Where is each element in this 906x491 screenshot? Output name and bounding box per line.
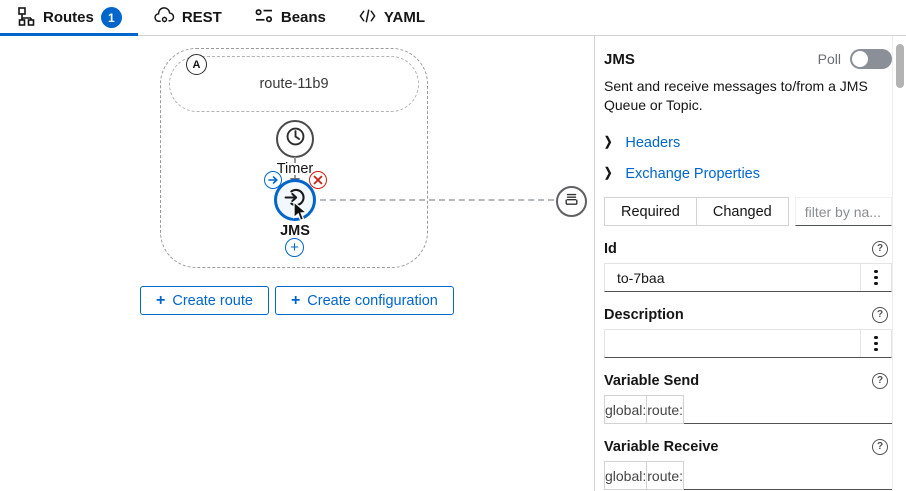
id-kebab-menu[interactable] bbox=[860, 264, 891, 291]
route-name: route-11b9 bbox=[259, 76, 329, 92]
jms-queue-endpoint[interactable] bbox=[556, 186, 587, 217]
tab-yaml[interactable]: YAML bbox=[342, 0, 441, 35]
add-step-chip[interactable]: + bbox=[285, 238, 304, 257]
help-icon[interactable]: ? bbox=[872, 306, 888, 323]
queue-icon bbox=[563, 191, 580, 213]
filter-required-button[interactable]: Required bbox=[604, 197, 697, 226]
help-icon[interactable]: ? bbox=[872, 240, 888, 257]
tab-beans[interactable]: Beans bbox=[238, 0, 342, 35]
tab-label: Beans bbox=[280, 9, 326, 26]
route-container: route-11b9 A bbox=[160, 48, 428, 268]
id-input[interactable] bbox=[605, 264, 860, 291]
chevron-right-icon: ❯ bbox=[604, 166, 613, 181]
rest-cloud-icon bbox=[154, 6, 175, 29]
variable-receive-input[interactable] bbox=[684, 461, 882, 489]
poll-label: Poll bbox=[817, 51, 841, 67]
panel-title: JMS bbox=[604, 50, 635, 68]
property-filter-row: Required Changed bbox=[604, 197, 892, 226]
id-field-label: Id bbox=[604, 240, 617, 257]
route-autostart-badge[interactable]: A bbox=[186, 54, 207, 75]
panel-scrollbar-thumb[interactable] bbox=[895, 44, 904, 88]
panel-scrollbar bbox=[892, 36, 906, 491]
description-input[interactable] bbox=[605, 330, 860, 357]
exchange-properties-link: Exchange Properties bbox=[625, 165, 760, 182]
plus-icon: + bbox=[156, 291, 166, 309]
exchange-properties-expander[interactable]: ❯ Exchange Properties bbox=[604, 158, 892, 189]
variable-send-field-label: Variable Send bbox=[604, 372, 700, 389]
edge-timer-jms bbox=[294, 157, 296, 163]
tab-label: YAML bbox=[383, 9, 426, 26]
toggle-knob bbox=[852, 51, 868, 67]
headers-link: Headers bbox=[625, 134, 681, 151]
routes-count-badge: 1 bbox=[100, 7, 122, 28]
yaml-code-icon bbox=[358, 8, 377, 28]
create-configuration-button[interactable]: + Create configuration bbox=[274, 286, 454, 315]
variable-receive-field-label: Variable Receive bbox=[604, 438, 719, 455]
create-route-button[interactable]: + Create route bbox=[140, 286, 269, 315]
variable-receive-kebab-menu[interactable] bbox=[881, 461, 892, 489]
canvas-button-row: + Create route + Create configuration bbox=[140, 286, 454, 315]
properties-panel: JMS Poll Sent and receive messages to/fr… bbox=[594, 36, 906, 491]
filter-by-name-input[interactable] bbox=[794, 197, 892, 226]
route-canvas: route-11b9 A Timer JMS + bbox=[0, 36, 594, 491]
mouse-cursor bbox=[293, 200, 309, 228]
description-field-label: Description bbox=[604, 306, 684, 323]
tab-label: Routes bbox=[43, 9, 94, 26]
create-route-label: Create route bbox=[172, 292, 253, 309]
variable-receive-row: global: route: bbox=[604, 461, 892, 490]
chevron-right-icon: ❯ bbox=[604, 135, 613, 150]
variable-receive-route-button[interactable]: route: bbox=[646, 461, 685, 490]
route-from-chip[interactable] bbox=[264, 171, 282, 189]
plus-icon: + bbox=[290, 239, 299, 256]
routes-icon bbox=[16, 6, 36, 30]
timer-node-label: Timer bbox=[276, 161, 314, 177]
edge-timer-jms bbox=[294, 175, 296, 179]
description-field-row bbox=[604, 329, 892, 358]
tab-bar: Routes 1 REST Beans YAML bbox=[0, 0, 906, 36]
headers-expander[interactable]: ❯ Headers bbox=[604, 127, 892, 158]
poll-toggle[interactable] bbox=[850, 49, 892, 69]
id-field-row bbox=[604, 263, 892, 292]
tab-routes[interactable]: Routes 1 bbox=[0, 0, 138, 36]
component-description: Sent and receive messages to/from a JMS … bbox=[604, 78, 868, 113]
close-icon bbox=[313, 175, 323, 185]
variable-send-kebab-menu[interactable] bbox=[881, 395, 892, 423]
jms-endpoint-connector bbox=[320, 199, 554, 201]
timer-node[interactable] bbox=[276, 120, 314, 158]
route-header[interactable]: route-11b9 bbox=[169, 56, 419, 112]
tab-label: REST bbox=[181, 9, 222, 26]
help-icon[interactable]: ? bbox=[872, 438, 888, 455]
beans-sliders-icon bbox=[254, 6, 274, 30]
filter-changed-button[interactable]: Changed bbox=[695, 197, 789, 226]
create-configuration-label: Create configuration bbox=[307, 292, 438, 309]
variable-send-global-button[interactable]: global: bbox=[604, 395, 648, 424]
variable-receive-global-button[interactable]: global: bbox=[604, 461, 648, 490]
variable-send-row: global: route: bbox=[604, 395, 892, 424]
jms-node-label: JMS bbox=[280, 223, 310, 239]
description-kebab-menu[interactable] bbox=[860, 330, 891, 357]
arrow-right-icon bbox=[268, 176, 278, 184]
variable-send-input[interactable] bbox=[684, 395, 882, 423]
plus-icon: + bbox=[290, 291, 301, 309]
help-icon[interactable]: ? bbox=[872, 372, 888, 389]
delete-step-chip[interactable] bbox=[309, 171, 327, 189]
tab-rest[interactable]: REST bbox=[138, 0, 238, 35]
variable-send-route-button[interactable]: route: bbox=[646, 395, 685, 424]
clock-icon bbox=[284, 125, 307, 153]
